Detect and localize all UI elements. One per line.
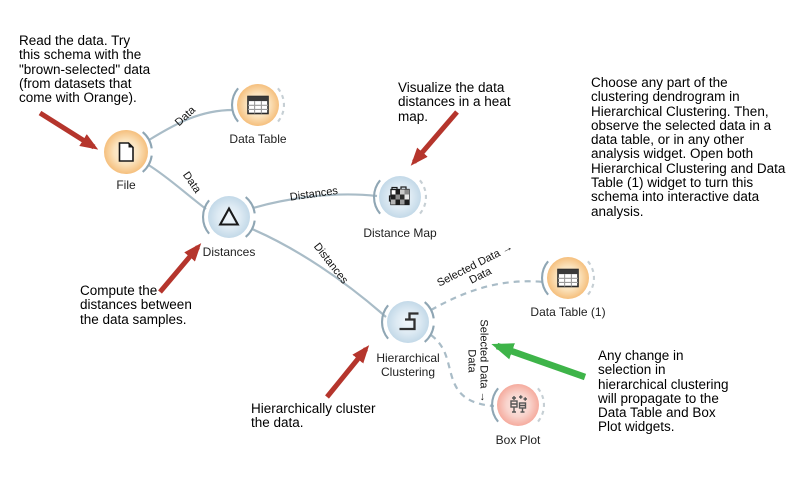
note-choose-dendrogram[interactable]: Choose any part of the clustering dendro… [591, 75, 786, 219]
data-table-1-widget-label: Data Table (1) [530, 305, 606, 319]
note-read-data[interactable]: Read the data. Try this schema with the … [19, 33, 151, 106]
anchor-arcs [141, 87, 595, 423]
red-arrow-to-distances[interactable] [158, 243, 202, 294]
distance-map-widget[interactable] [379, 176, 421, 218]
note-compute-distances[interactable]: Compute the distances between the data s… [80, 283, 192, 327]
link-file-distances[interactable] [147, 164, 207, 210]
link-hierarchical-clustering-data-table-1[interactable] [430, 280, 545, 311]
file-icon [118, 142, 134, 162]
heatmap-icon [388, 186, 410, 206]
red-arrow-to-hierarchical-clustering[interactable] [325, 345, 370, 399]
red-arrow-to-distance-map[interactable] [410, 110, 459, 166]
data-table-icon [247, 95, 269, 115]
hierarchical-clustering-widget[interactable] [387, 301, 429, 343]
link-distances-distance-map[interactable] [252, 193, 378, 210]
data-table-widget-label: Data Table [229, 132, 287, 146]
distances-widget[interactable] [208, 196, 250, 238]
link-file-data-table[interactable] [148, 108, 234, 141]
link-hierarchical-clustering-box-plot[interactable] [430, 334, 495, 408]
hierarchical-clustering-widget-label: Hierarchical Clustering [376, 351, 440, 379]
box-plot-widget[interactable] [497, 384, 539, 426]
box-plot-widget-label: Box Plot [495, 433, 541, 447]
note-visualize-distances[interactable]: Visualize the data distances in a heat m… [398, 80, 511, 124]
distances-widget-label: Distances [202, 245, 256, 259]
link-label-hclust-box-plot: Selected Data → Data [466, 319, 490, 403]
file-widget[interactable] [104, 130, 148, 174]
data-table-widget[interactable] [237, 84, 279, 126]
link-distances-hierarchical-clustering[interactable] [251, 227, 387, 318]
note-hierarchically-cluster[interactable]: Hierarchically cluster the data. [251, 401, 376, 431]
note-selection-propagate[interactable]: Any change in selection in hierarchical … [598, 348, 729, 435]
green-arrow-to-selection-link[interactable] [491, 342, 587, 381]
red-arrow-to-file[interactable] [38, 110, 99, 150]
data-table-icon [557, 268, 579, 288]
distance-map-widget-label: Distance Map [363, 226, 437, 240]
data-table-1-widget[interactable] [547, 257, 589, 299]
file-widget-label: File [116, 178, 136, 192]
